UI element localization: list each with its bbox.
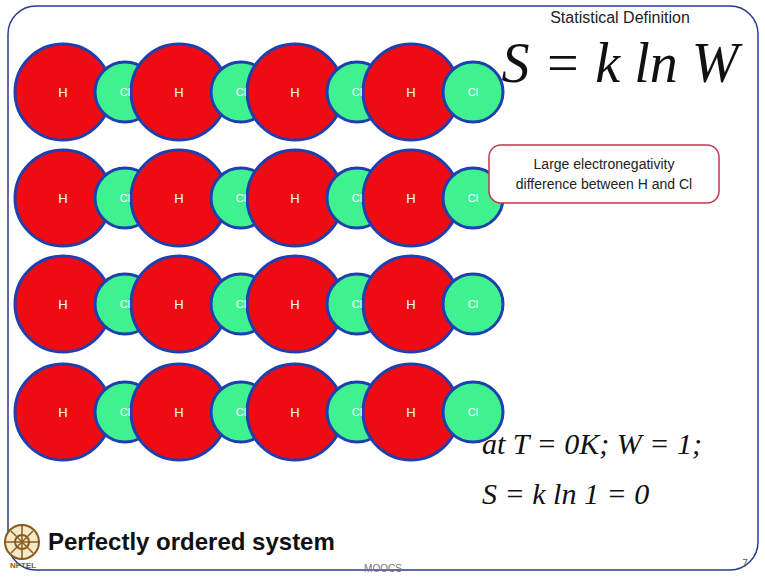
atom-symbol: Cl — [468, 406, 478, 418]
slide-heading: Statistical Definition — [485, 8, 755, 27]
atom-symbol: Cl — [120, 192, 130, 204]
atom-symbol: Cl — [468, 86, 478, 98]
atom-symbol: Cl — [468, 192, 478, 204]
nptel-logo — [5, 525, 39, 559]
atom-symbol: Cl — [236, 298, 246, 310]
atom-symbol: H — [174, 191, 183, 206]
atom-symbol: H — [174, 405, 183, 420]
atom-symbol: H — [290, 297, 299, 312]
note-outline — [488, 144, 720, 204]
chlorine-atom: Cl — [441, 60, 505, 124]
slide-border — [8, 6, 758, 570]
slide-caption: Perfectly ordered system — [48, 528, 468, 557]
note-text: Large electronegativity difference betwe… — [502, 154, 706, 194]
chlorine-atom: Cl — [441, 272, 505, 336]
atom-symbol: Cl — [352, 192, 362, 204]
atom-symbol: H — [290, 405, 299, 420]
atom-symbol: H — [406, 85, 415, 100]
atom-symbol: Cl — [120, 86, 130, 98]
atom-symbol: Cl — [120, 298, 130, 310]
atom-symbol: H — [174, 297, 183, 312]
page-number: 7 — [735, 558, 755, 570]
watermark: MOOCS — [333, 563, 433, 575]
entropy-formula: S = k ln W — [485, 30, 755, 97]
atom-symbol: Cl — [120, 406, 130, 418]
atom-symbol: H — [58, 297, 67, 312]
logo-text: NPTEL — [6, 561, 40, 571]
atom-symbol: Cl — [352, 298, 362, 310]
condition-text: at T = 0K; W = 1; — [482, 426, 757, 462]
atom-symbol: H — [406, 405, 415, 420]
atom-symbol: H — [58, 191, 67, 206]
note-box: Large electronegativity difference betwe… — [488, 144, 720, 204]
atom-symbol: Cl — [352, 86, 362, 98]
atom-circle — [443, 274, 503, 334]
note-border — [489, 145, 719, 203]
result-formula: S = k ln 1 = 0 — [482, 476, 757, 512]
atom-symbol: Cl — [236, 406, 246, 418]
atom-symbol: Cl — [236, 86, 246, 98]
atom-symbol: Cl — [468, 298, 478, 310]
atom-symbol: Cl — [236, 192, 246, 204]
atom-symbol: H — [174, 85, 183, 100]
atom-symbol: H — [290, 85, 299, 100]
atom-symbol: H — [406, 191, 415, 206]
logo-ring — [5, 525, 39, 559]
atom-symbol: H — [406, 297, 415, 312]
atom-symbol: H — [58, 85, 67, 100]
atom-symbol: H — [58, 405, 67, 420]
atom-circle — [443, 62, 503, 122]
atom-symbol: H — [290, 191, 299, 206]
logo-spokes — [6, 526, 38, 558]
atom-symbol: Cl — [352, 406, 362, 418]
